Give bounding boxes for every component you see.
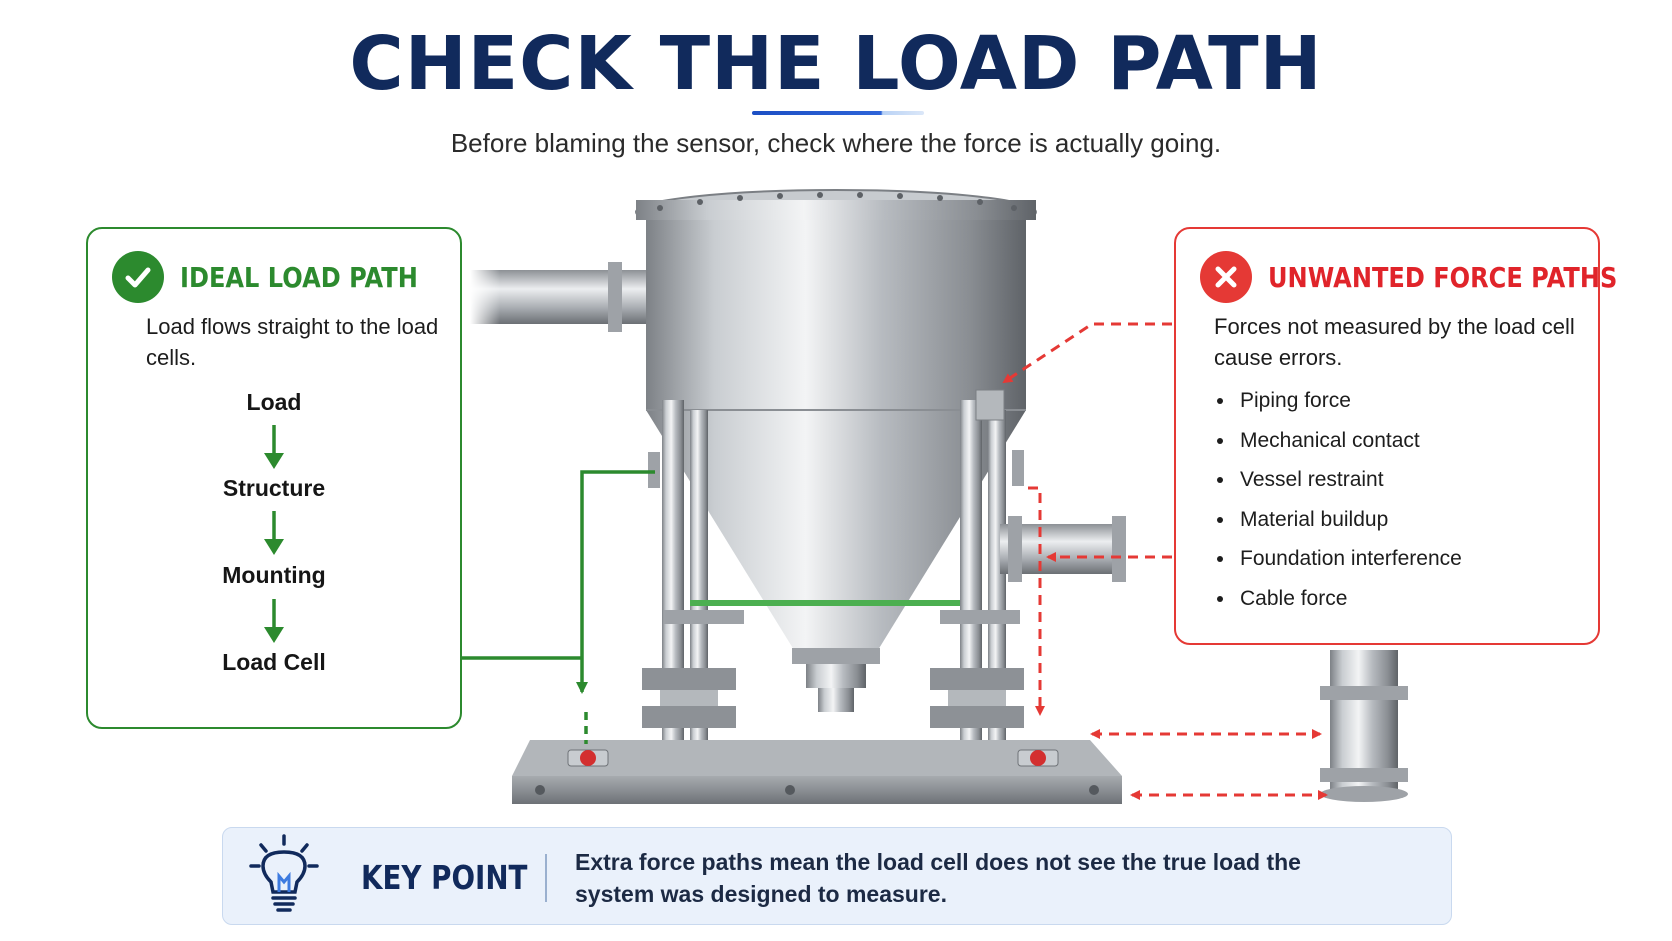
page-title: CHECK THE LOAD PATH	[349, 21, 1323, 107]
load-cell-left	[567, 749, 609, 767]
ideal-load-arrow	[462, 470, 655, 744]
key-point-divider	[545, 854, 547, 902]
check-icon	[112, 251, 164, 303]
unwanted-force-paths-panel: UNWANTED FORCE PATHS Forces not measured…	[1174, 227, 1617, 645]
list-item: Vessel restraint	[1214, 468, 1462, 508]
ideal-load-path-panel: IDEAL LOAD PATH Load flows straight to t…	[86, 227, 462, 729]
flow-step-load-cell: Load Cell	[222, 649, 326, 675]
flow-arrow-down-icon	[264, 511, 284, 555]
unwanted-force-arrows	[1002, 322, 1328, 800]
list-item: Foundation interference	[1214, 547, 1462, 587]
flow-arrow-down-icon	[264, 425, 284, 469]
unwanted-panel-description: Forces not measured by the load cell cau…	[1214, 314, 1575, 370]
list-item: Piping force	[1214, 389, 1462, 429]
key-point-label: KEY POINT	[361, 858, 528, 897]
unwanted-force-list: Piping force Mechanical contact Vessel r…	[1214, 389, 1462, 627]
vertical-pipe	[1320, 650, 1408, 802]
flow-arrow-down-icon	[264, 599, 284, 643]
list-item: Mechanical contact	[1214, 429, 1462, 469]
support-frame	[642, 389, 1024, 740]
key-point-box: KEY POINT Extra force paths mean the loa…	[222, 827, 1452, 925]
x-icon	[1200, 251, 1252, 303]
unwanted-panel-header: UNWANTED FORCE PATHS	[1200, 251, 1672, 303]
flow-step-mounting: Mounting	[222, 562, 326, 588]
flow-step-load: Load	[246, 389, 302, 415]
load-cell-right	[1017, 749, 1059, 767]
ideal-panel-description: Load flows straight to the load cells.	[146, 314, 439, 370]
vessel-body	[635, 189, 1037, 712]
title-underline	[752, 111, 924, 115]
ideal-panel-title: IDEAL LOAD PATH	[180, 260, 418, 294]
outlet-pipe	[1000, 516, 1126, 582]
lightbulb-icon	[249, 834, 319, 912]
list-item: Cable force	[1214, 587, 1462, 627]
base-plate	[512, 740, 1122, 804]
list-item: Material buildup	[1214, 508, 1462, 548]
key-point-text: Extra force paths mean the load cell doe…	[575, 849, 1301, 907]
flow-step-structure: Structure	[222, 475, 326, 501]
ideal-panel-header: IDEAL LOAD PATH	[112, 251, 457, 303]
page-subtitle: Before blaming the sensor, check where t…	[450, 128, 1222, 158]
unwanted-panel-title: UNWANTED FORCE PATHS	[1268, 260, 1618, 294]
